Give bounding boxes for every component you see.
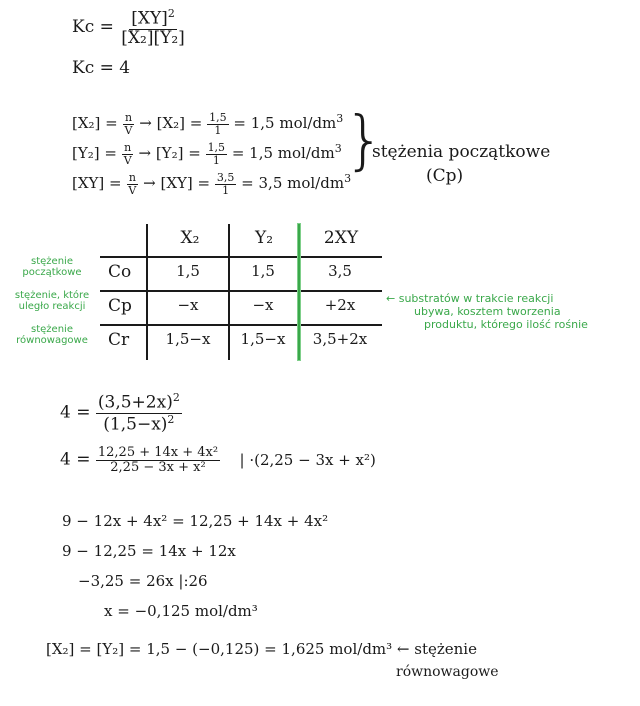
table-row-divider-1 [100, 290, 382, 292]
table-row-divider-2 [100, 324, 382, 326]
brace-symbol: } [344, 104, 385, 178]
table-cell: −x [177, 296, 199, 314]
frac-num: 1,5 [207, 111, 229, 125]
conc-arrow-part: → [X₂] = [139, 114, 203, 133]
eq1-numerator: (3,5+2x) [97, 392, 173, 413]
step-4: x = −0,125 mol/dm³ [104, 602, 258, 620]
conc-lhs: [XY] = [72, 174, 122, 193]
table-cell: −x [252, 296, 274, 314]
equation-2: 4 = 12,25 + 14x + 4x² 2,25 − 3x + x² | ·… [60, 446, 376, 474]
table-col-divider-1 [146, 224, 148, 360]
table-cell: 1,5−x [165, 330, 211, 348]
final-result: [X₂] = [Y₂] = 1,5 − (−0,125) = 1,625 mol… [46, 640, 477, 658]
kc-definition: Kc = [XY]2 [X₂][Y₂] [72, 8, 187, 47]
side-note-line1: ← substratów w trakcie reakcji [386, 292, 554, 305]
conc-result: = 3,5 mol/dm [241, 174, 345, 193]
conc-arrow-part: → [Y₂] = [138, 144, 201, 163]
table-cell: 3,5+2x [312, 330, 368, 348]
table-cell: +2x [324, 296, 356, 314]
conc-lhs: [Y₂] = [72, 144, 117, 163]
row-note: stężenie początkowe [22, 256, 82, 278]
conc-arrow-part: → [XY] = [143, 174, 211, 193]
eq1-denominator: (1,5−x) [103, 414, 168, 435]
table-header-x2: X₂ [180, 228, 200, 248]
row-label: Cr [108, 330, 130, 350]
equation-1: 4 = (3,5+2x)2 (1,5−x)2 [60, 392, 182, 434]
frac-num: n [122, 141, 134, 155]
table-col-divider-3 [298, 224, 300, 360]
eq1-num-exp: 2 [172, 391, 180, 404]
table-header-y2: Y₂ [254, 228, 274, 248]
row-label: Co [108, 262, 132, 282]
brace-note-line1: stężenia początkowe [372, 142, 551, 162]
frac-den: V [123, 153, 132, 167]
frac-den: 1 [214, 123, 222, 137]
frac-num: n [122, 111, 135, 125]
frac-den: 1 [212, 153, 220, 167]
eq2-fraction: 12,25 + 14x + 4x² 2,25 − 3x + x² [95, 445, 221, 475]
eq1-fraction: (3,5+2x)2 (1,5−x)2 [95, 391, 182, 435]
frac-den: V [124, 123, 133, 137]
table-cell: 1,5−x [240, 330, 286, 348]
table-col-divider-2 [228, 224, 230, 360]
frac-den: 1 [222, 183, 230, 197]
conc-result: = 1,5 mol/dm [231, 144, 335, 163]
side-note-line3: produktu, którego ilość rośnie [424, 318, 588, 331]
conc-exponent: 3 [344, 172, 352, 186]
row-label: Cp [108, 296, 132, 316]
conc-lhs: [X₂] = [72, 114, 118, 133]
table-header-divider [100, 256, 382, 258]
row-note: stężenie równowagowe [16, 324, 88, 346]
kc-num-exponent: 2 [167, 7, 175, 20]
step-3: −3,25 = 26x |:26 [78, 572, 208, 590]
step-2: 9 − 12,25 = 14x + 12x [62, 542, 236, 560]
step-1: 9 − 12x + 4x² = 12,25 + 14x + 4x² [62, 512, 329, 530]
frac-den: V [128, 183, 137, 197]
row-note: stężenie, które uległo reakcji [14, 290, 90, 312]
eq2-numerator: 12,25 + 14x + 4x² [95, 445, 221, 461]
eq1-lhs: 4 = [60, 402, 91, 423]
frac-num: 3,5 [214, 171, 237, 185]
kc-lhs: Kc = [72, 17, 114, 38]
kc-numerator: [XY] [131, 8, 168, 29]
table-header-xy: 2XY [323, 228, 359, 248]
eq2-denominator: 2,25 − 3x + x² [110, 459, 206, 475]
conc-result: = 1,5 mol/dm [233, 114, 337, 133]
conc-exponent: 3 [334, 142, 342, 156]
table-cell: 1,5 [251, 262, 275, 280]
table-side-note: ← substratów w trakcie reakcji ubywa, ko… [386, 292, 588, 331]
kc-denominator: [X₂][Y₂] [121, 27, 185, 48]
final-note: równowagowe [396, 664, 499, 680]
frac-num: n [126, 171, 138, 185]
table-cell: 3,5 [328, 262, 352, 280]
eq1-den-exp: 2 [167, 412, 175, 426]
eq2-lhs: 4 = [60, 449, 91, 470]
kc-value: Kc = 4 [72, 58, 131, 78]
brace-note-line2: (Cp) [426, 166, 464, 186]
eq2-operation: | ·(2,25 − 3x + x²) [239, 450, 376, 469]
frac-num: 1,5 [205, 141, 228, 155]
side-note-line2: ubywa, kosztem tworzenia [414, 305, 561, 318]
kc-fraction: [XY]2 [X₂][Y₂] [119, 8, 186, 47]
conc-exponent: 3 [336, 112, 344, 126]
table-cell: 1,5 [176, 262, 200, 280]
